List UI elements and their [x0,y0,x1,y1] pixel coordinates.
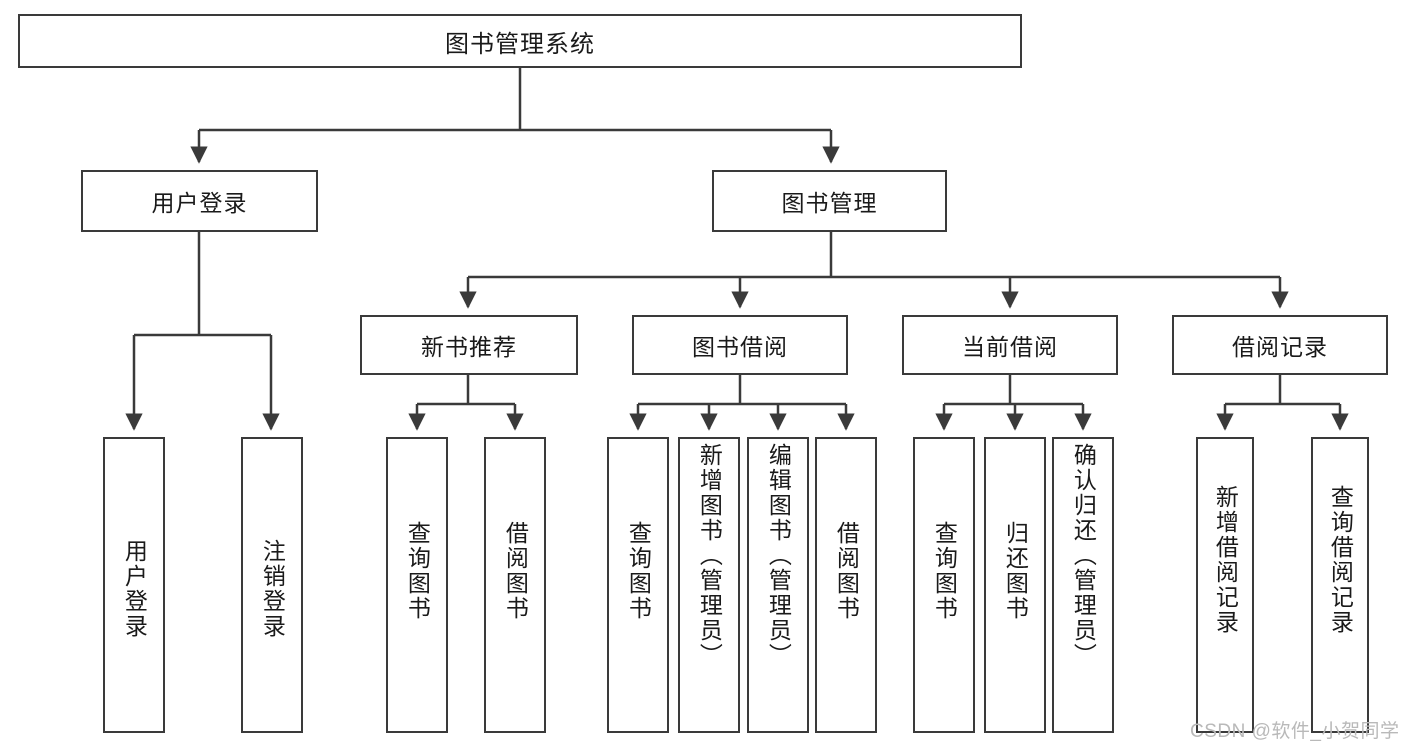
node-label: 当前借阅 [962,334,1058,360]
node-user-login[interactable]: 用户登录 [81,170,318,232]
leaf-label: 确认归还（管理员） [1070,443,1097,668]
leaf-label: 新增图书（管理员） [696,443,723,668]
node-label: 新书推荐 [421,334,517,360]
leaf-node[interactable]: 确认归还（管理员） [1052,437,1114,733]
leaf-node[interactable]: 查询图书 [386,437,448,733]
watermark: CSDN @软件_小贺同学 [1190,721,1400,742]
leaf-node[interactable]: 借阅图书 [815,437,877,733]
leaf-label: 编辑图书（管理员） [765,443,792,668]
leaf-node[interactable]: 新增借阅记录 [1196,437,1254,733]
node-label: 图书管理 [781,190,878,216]
leaf-node[interactable]: 编辑图书（管理员） [747,437,809,733]
leaf-node[interactable]: 归还图书 [984,437,1046,733]
node-label: 借阅记录 [1232,334,1328,360]
node-borrow-record[interactable]: 借阅记录 [1172,315,1388,375]
leaf-node[interactable]: 查询图书 [607,437,669,733]
node-book-borrow[interactable]: 图书借阅 [632,315,848,375]
node-book-management[interactable]: 图书管理 [712,170,947,232]
node-root-label: 图书管理系统 [445,30,595,58]
leaf-label: 新增借阅记录 [1212,485,1239,635]
node-label: 用户登录 [151,190,248,216]
node-current-borrow[interactable]: 当前借阅 [902,315,1118,375]
leaf-node[interactable]: 借阅图书 [484,437,546,733]
leaf-node[interactable]: 查询借阅记录 [1311,437,1369,733]
leaf-node[interactable]: 新增图书（管理员） [678,437,740,733]
leaf-label: 借阅图书 [833,521,860,621]
leaf-label: 查询图书 [931,521,958,621]
node-root[interactable]: 图书管理系统 [18,14,1022,68]
leaf-label: 归还图书 [1002,521,1029,621]
leaf-node[interactable]: 注销登录 [241,437,303,733]
leaf-node[interactable]: 用户登录 [103,437,165,733]
leaf-label: 查询图书 [404,521,431,621]
leaf-node[interactable]: 查询图书 [913,437,975,733]
node-new-book-recommend[interactable]: 新书推荐 [360,315,578,375]
leaf-label: 借阅图书 [502,521,529,621]
leaf-label: 用户登录 [121,539,148,639]
leaf-label: 查询图书 [625,521,652,621]
node-label: 图书借阅 [692,334,788,360]
leaf-label: 注销登录 [259,539,286,639]
leaf-label: 查询借阅记录 [1327,485,1354,635]
